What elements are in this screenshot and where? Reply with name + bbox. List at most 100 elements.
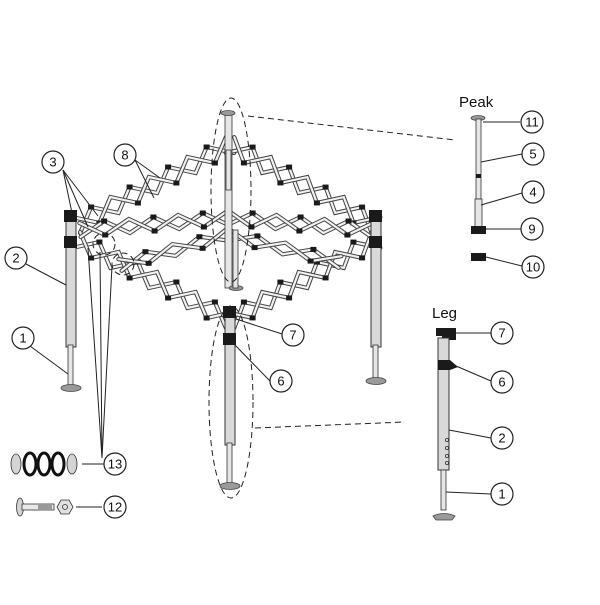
callout-7-main: 7 xyxy=(281,323,305,347)
truss-hinge xyxy=(126,184,133,190)
truss-hinge xyxy=(249,144,256,150)
truss-arm-highlight xyxy=(233,240,382,329)
truss-hinge xyxy=(359,255,366,261)
truss-arm-highlight xyxy=(233,136,382,225)
center-peak-pole xyxy=(220,110,244,291)
truss-hinge xyxy=(277,279,284,285)
callout-6-main: 6 xyxy=(269,369,293,393)
truss-arm-highlight xyxy=(70,135,227,225)
truss-hinge xyxy=(254,233,261,239)
truss-hinge xyxy=(203,315,210,321)
peak-label: Peak xyxy=(459,94,494,111)
truss-hinge xyxy=(310,246,317,252)
callout-5-peak: 5 xyxy=(521,142,545,166)
truss-hinge xyxy=(297,214,304,220)
truss-arm-highlight xyxy=(78,145,236,235)
truss-hinge xyxy=(126,275,133,281)
truss-arm xyxy=(69,239,228,331)
truss-hinge xyxy=(249,210,256,216)
truss-arm xyxy=(69,134,228,226)
callout-number: 1 xyxy=(498,487,505,502)
truss-arm-highlight xyxy=(228,228,343,263)
truss-arm-highlight xyxy=(225,234,340,269)
callout-4-peak: 4 xyxy=(521,180,545,204)
right-corner-leg xyxy=(365,210,387,385)
callout-number: 7 xyxy=(498,326,505,341)
callout-number: 6 xyxy=(277,374,284,389)
callout-number: 13 xyxy=(108,457,122,472)
callout-1-leg: 1 xyxy=(490,482,514,506)
truss-hinge xyxy=(286,295,293,301)
truss-arm-highlight xyxy=(224,231,373,320)
leg-label: Leg xyxy=(432,305,457,322)
callout-1-left: 1 xyxy=(11,326,35,350)
truss-hinge xyxy=(134,200,141,206)
left-corner-leg xyxy=(60,210,82,392)
truss-hinge xyxy=(307,258,314,264)
truss-hinge xyxy=(211,299,218,305)
truss-arm xyxy=(77,229,237,321)
truss-hinge xyxy=(173,180,180,186)
truss-hinge xyxy=(165,164,172,170)
callout-number: 10 xyxy=(526,260,540,275)
washer-set xyxy=(10,451,78,477)
truss-hinge xyxy=(350,239,357,245)
truss-hinge xyxy=(203,144,210,150)
truss-hinge xyxy=(240,160,247,166)
truss-hinge xyxy=(102,232,109,238)
truss-hinge xyxy=(359,204,366,210)
truss-hinge xyxy=(173,279,180,285)
truss-hinge xyxy=(165,295,172,301)
joint-highlight-circle xyxy=(111,252,135,276)
truss-hinge xyxy=(277,180,284,186)
leg-connector-line xyxy=(254,421,406,429)
truss-hinge xyxy=(344,232,351,238)
callout-9-peak: 9 xyxy=(520,217,544,241)
callout-number: 2 xyxy=(498,431,505,446)
callout-10-peak: 10 xyxy=(521,255,545,279)
peak-connector-line xyxy=(247,115,456,141)
truss-hinge xyxy=(249,315,256,321)
truss-hinge xyxy=(96,239,103,245)
callout-number: 1 xyxy=(19,331,26,346)
canopy-frame-assembly xyxy=(60,97,456,499)
callout-number: 2 xyxy=(12,251,19,266)
truss-hinge xyxy=(101,218,108,224)
leg-detail: Leg xyxy=(432,305,458,521)
callout-7-leg: 7 xyxy=(490,321,514,345)
callout-2-leg: 2 xyxy=(490,426,514,450)
callout-3: 3 xyxy=(41,150,65,174)
front-corner-leg xyxy=(219,306,241,490)
callout-number: 7 xyxy=(289,328,296,343)
callout-2-left: 2 xyxy=(4,246,28,270)
truss-arm-highlight xyxy=(117,228,228,265)
joint-highlight-circle xyxy=(92,232,116,256)
truss-arm-highlight xyxy=(120,235,231,272)
callout-number: 11 xyxy=(525,115,539,130)
truss-hinge xyxy=(199,210,206,216)
truss-hinge xyxy=(286,164,293,170)
bolt-and-nut xyxy=(16,497,74,517)
callout-number: 4 xyxy=(529,185,536,200)
truss-hinge xyxy=(345,218,352,224)
peak-detail: Peak xyxy=(459,94,494,261)
scissor-truss-network xyxy=(69,134,383,331)
truss-hinge xyxy=(322,275,329,281)
truss-hinge xyxy=(145,260,152,266)
callout-6-leg: 6 xyxy=(490,370,514,394)
truss-hinge xyxy=(88,255,95,261)
truss-hinge xyxy=(251,245,258,251)
truss-hinge xyxy=(199,245,206,251)
truss-arm-highlight xyxy=(70,240,227,330)
truss-hinge xyxy=(196,234,203,240)
truss-hinge xyxy=(151,228,158,234)
truss-hinge xyxy=(313,200,320,206)
truss-hinge xyxy=(248,224,255,230)
truss-hinge xyxy=(296,228,303,234)
callout-number: 6 xyxy=(498,375,505,390)
callout-number: 9 xyxy=(528,222,535,237)
callout-12: 12 xyxy=(103,495,127,519)
callout-number: 8 xyxy=(121,148,128,163)
callout-number: 3 xyxy=(49,155,56,170)
